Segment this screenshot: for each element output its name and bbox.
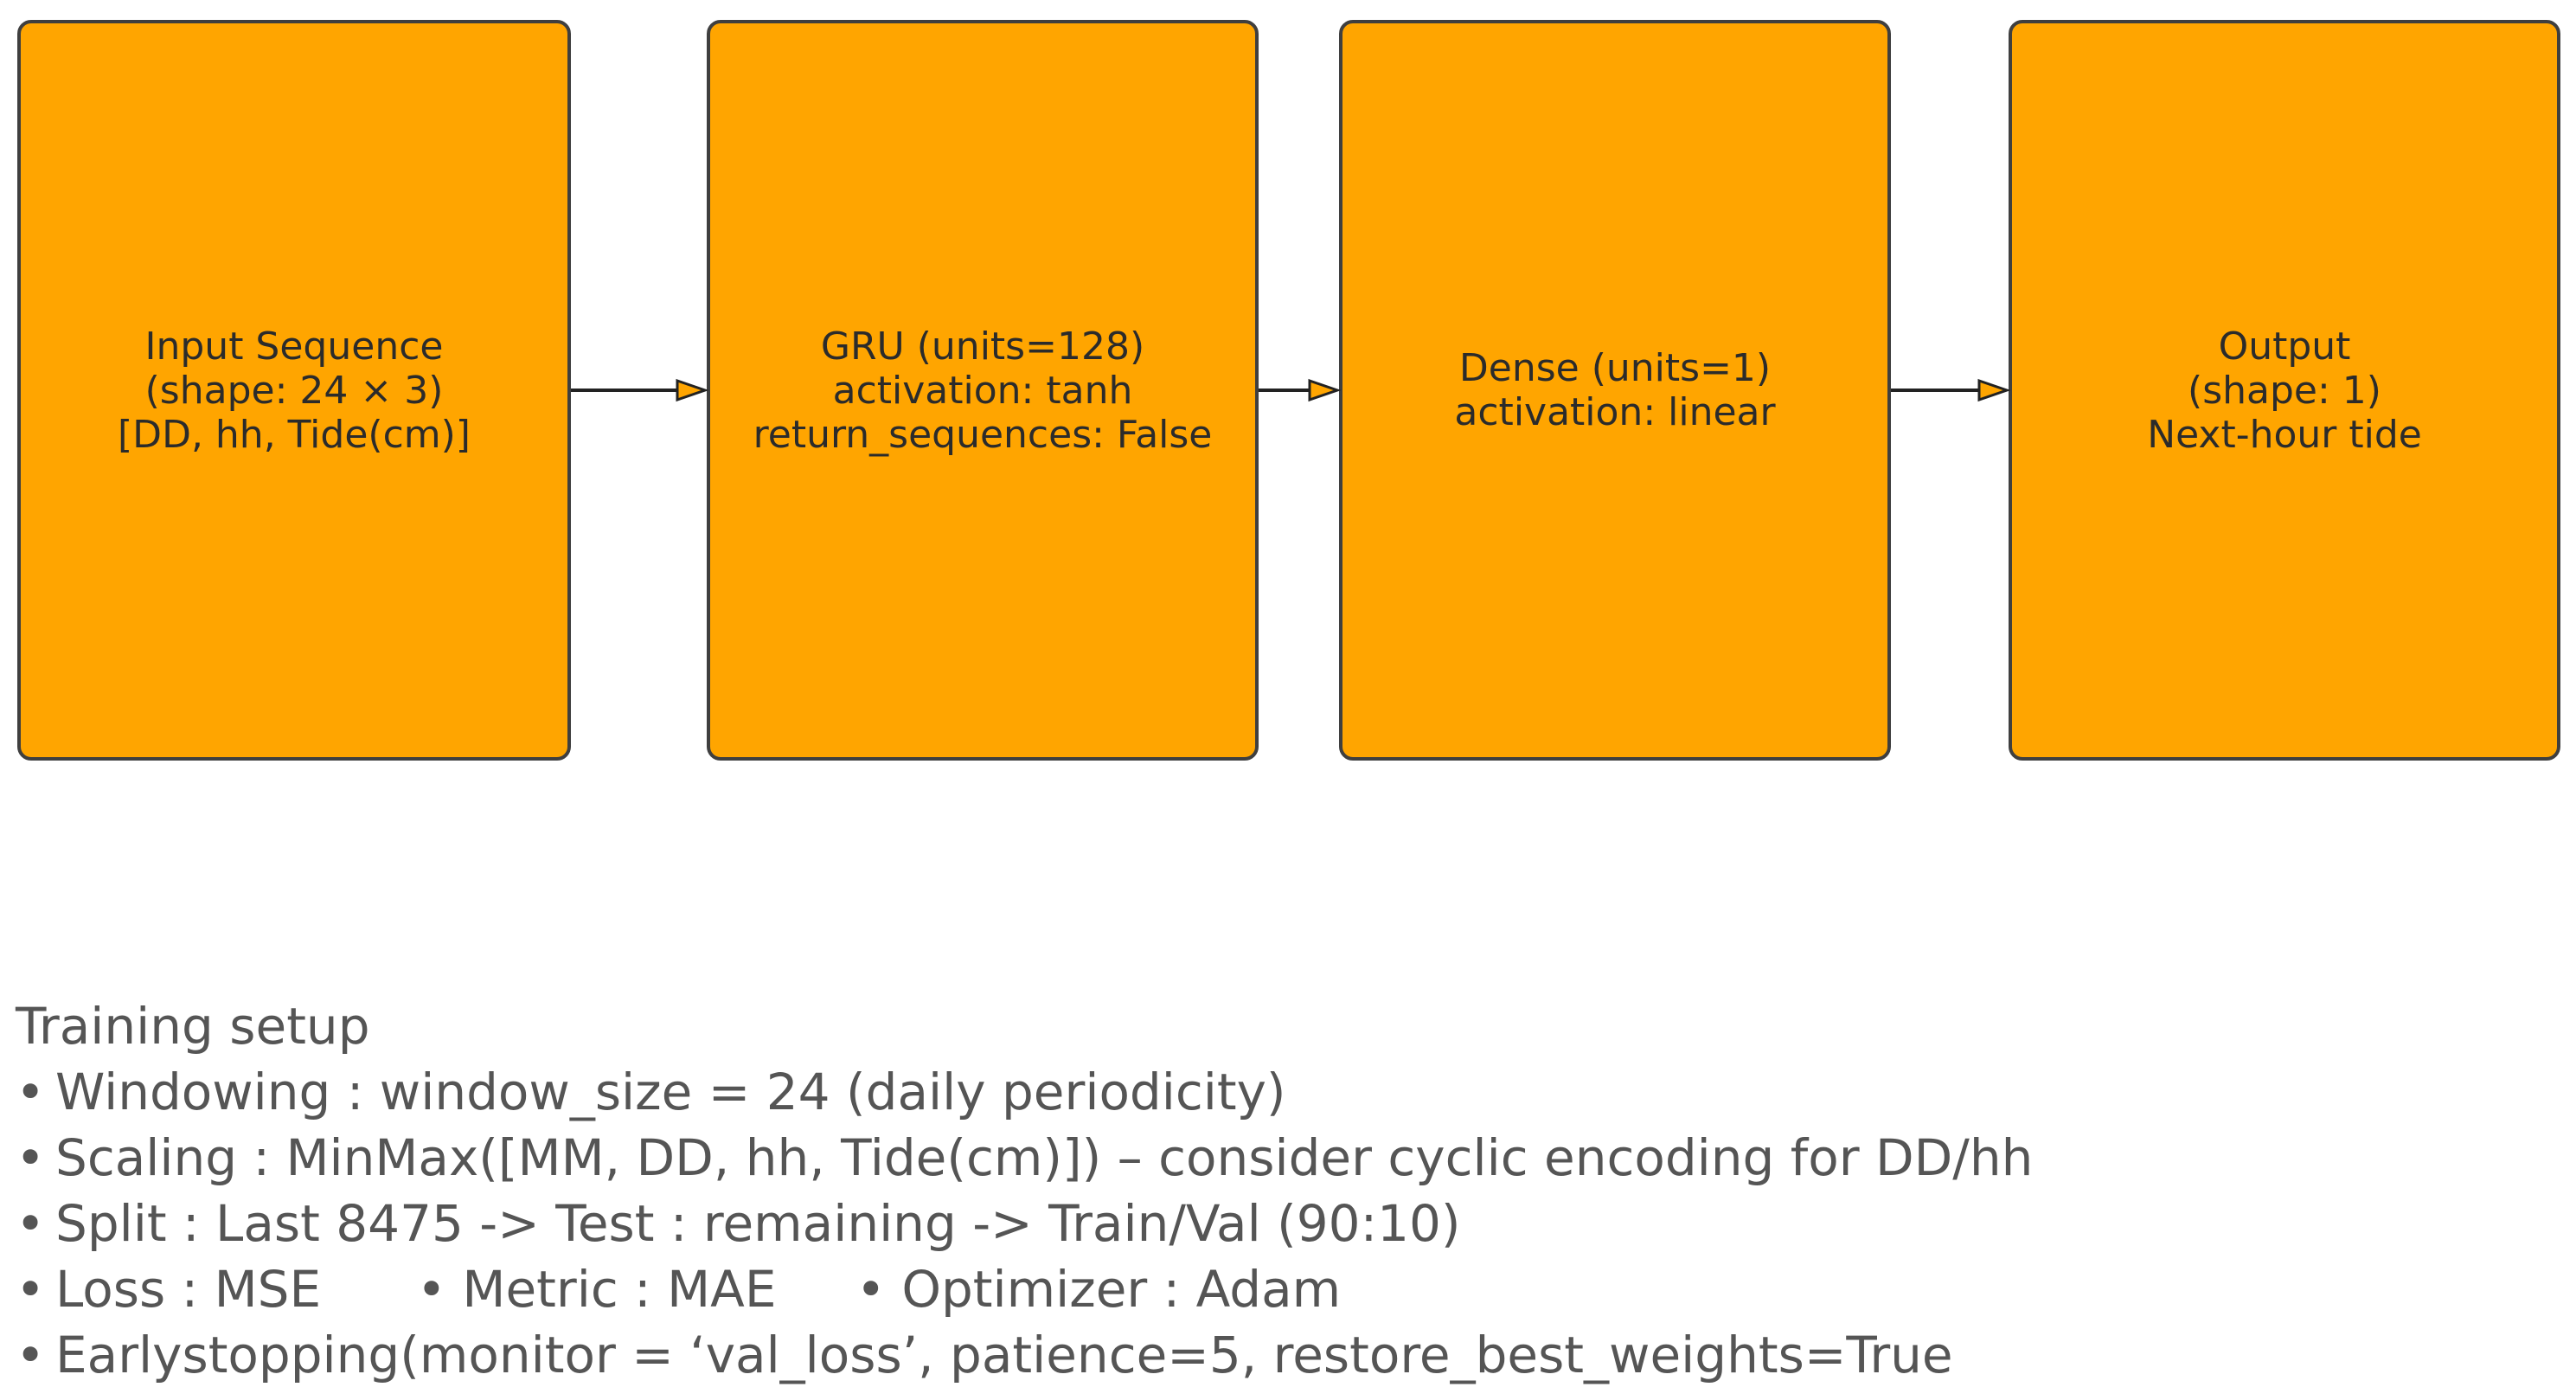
bullet-icon: •	[16, 1260, 46, 1319]
arrow-gru-to-dense	[1259, 378, 1342, 402]
training-setup-title: Training setup	[16, 997, 370, 1056]
output-block-line-3: Next-hour tide	[2147, 412, 2422, 457]
input-block-line-1: Input Sequence	[144, 324, 444, 369]
input-sequence-block: Input Sequence (shape: 24 × 3) [DD, hh, …	[17, 20, 571, 761]
bullet-icon: •	[16, 1128, 46, 1187]
bullet-icon: •	[16, 1326, 46, 1384]
gru-block-line-3: return_sequences: False	[753, 412, 1213, 457]
arrow-input-to-gru	[571, 378, 709, 402]
input-block-line-3: [DD, hh, Tide(cm)]	[118, 412, 471, 457]
setup-item-text: Earlystopping(monitor = ‘val_loss’, pati…	[55, 1326, 1953, 1384]
output-block-line-1: Output	[2218, 324, 2351, 369]
training-setup-section: Training setup •Windowing : window_size …	[16, 993, 2524, 1388]
gru-block-line-1: GRU (units=128)	[820, 324, 1145, 369]
input-block-line-2: (shape: 24 × 3)	[144, 368, 444, 413]
setup-item-loss-metric-optimizer: •Loss : MSE • Metric : MAE • Optimizer :…	[16, 1256, 2524, 1322]
setup-item-text: Split : Last 8475 -> Test : remaining ->…	[55, 1194, 1461, 1253]
setup-item-text: Scaling : MinMax([MM, DD, hh, Tide(cm)])…	[55, 1128, 2034, 1187]
output-block-line-2: (shape: 1)	[2188, 368, 2381, 413]
setup-item-split: •Split : Last 8475 -> Test : remaining -…	[16, 1191, 2524, 1256]
gru-block-line-2: activation: tanh	[832, 368, 1133, 413]
dense-block-line-1: Dense (units=1)	[1458, 346, 1772, 390]
dense-block-line-2: activation: linear	[1454, 390, 1776, 434]
bullet-icon: •	[16, 1063, 46, 1121]
model-architecture-diagram: Input Sequence (shape: 24 × 3) [DD, hh, …	[17, 20, 2560, 761]
bullet-icon: •	[16, 1194, 46, 1253]
output-block: Output (shape: 1) Next-hour tide	[2009, 20, 2560, 761]
setup-item-text: Windowing : window_size = 24 (daily peri…	[55, 1063, 1286, 1121]
arrow-dense-to-output	[1891, 378, 2011, 402]
flow-arrows	[571, 378, 2011, 402]
setup-item-windowing: •Windowing : window_size = 24 (daily per…	[16, 1059, 2524, 1125]
setup-item-text: Loss : MSE • Metric : MAE • Optimizer : …	[55, 1260, 1342, 1319]
dense-layer-block: Dense (units=1) activation: linear	[1339, 20, 1891, 761]
setup-item-earlystopping: •Earlystopping(monitor = ‘val_loss’, pat…	[16, 1322, 2524, 1388]
setup-item-scaling: •Scaling : MinMax([MM, DD, hh, Tide(cm)]…	[16, 1125, 2524, 1191]
